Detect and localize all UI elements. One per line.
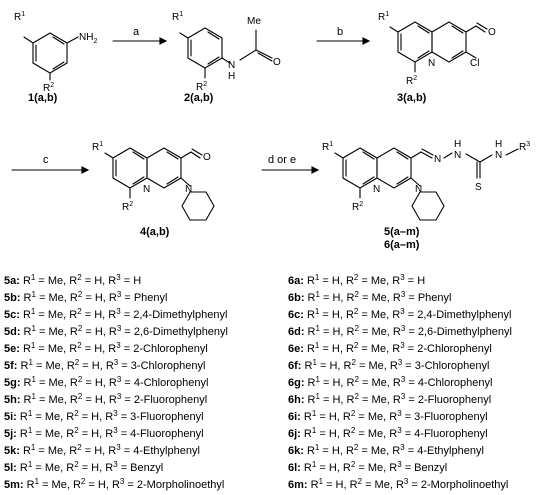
atom-h-c2: H [228,71,235,82]
compound-id: 5b: [4,292,21,304]
atom-r3: R3 [519,141,530,153]
compound-id: 6l: [288,462,301,474]
atom-o-c2: O [273,57,281,68]
atom-me-c2: Me [247,16,261,27]
atom-n-nhr: N [495,150,502,161]
compound-id: 5d: [4,326,21,338]
atom-n-hydrazone: N [434,154,441,165]
compound-id: 5c: [4,309,20,321]
substituent-row: 5i: R1 = Me, R2 = H, R3 = 3-Fluorophenyl [4,409,204,423]
compound-4-structure [104,147,215,221]
compound-id: 6m: [288,479,308,491]
compound-id: 5m: [4,479,24,491]
atom-s: S [475,182,482,193]
atom-r2-c1: R2 [43,82,54,94]
atom-r1-c4: R1 [92,141,103,153]
compound-5-6-structure [334,147,519,221]
compound-3-label: 3(a,b) [397,92,427,104]
substituent-row: 6i: R1 = H, R2 = Me, R3 = 3-Fluorophenyl [288,409,488,423]
compound-id: 6f: [288,360,302,372]
substituent-row: 5g: R1 = Me, R2 = H, R3 = 4-Chlorophenyl [4,375,209,389]
compound-id: 5l: [4,462,17,474]
compound-1-structure [23,32,79,81]
compound-id: 5h: [4,394,21,406]
substituent-row: 6g: R1 = H, R2 = Me, R3 = 4-Chlorophenyl [288,375,493,389]
compound-id: 5i: [4,411,17,423]
substituent-row: 5k: R1 = Me, R2 = H, R3 = 4-Ethylphenyl [4,443,200,457]
atom-r2-c5: R2 [352,201,363,213]
compound-id: 6c: [288,309,304,321]
reagent-c-label: c [43,154,49,166]
compound-id: 5g: [4,377,21,389]
substituent-row: 6f: R1 = H, R2 = Me, R3 = 3-Chlorophenyl [288,358,490,372]
substituent-row: 6c: R1 = H, R2 = Me, R3 = 2,4-Dimethylph… [288,307,512,321]
compound-id: 6d: [288,326,305,338]
substituent-row: 6b: R1 = H, R2 = Me, R3 = Phenyl [288,290,452,304]
atom-h-nh: H [454,139,461,150]
compound-id: 6k: [288,445,304,457]
substituent-row: 5l: R1 = Me, R2 = H, R3 = Benzyl [4,460,164,474]
compound-id: 5k: [4,445,20,457]
compound-id: 5j: [4,428,17,440]
substituent-row: 5e: R1 = Me, R2 = H, R3 = 2-Chlorophenyl [4,341,208,355]
substituent-row: 5c: R1 = Me, R2 = H, R3 = 2,4-Dimethylph… [4,307,228,321]
atom-h-nhr: H [495,139,502,150]
atom-n-c5-pip: N [415,184,422,195]
substituent-row: 6e: R1 = H, R2 = Me, R3 = 2-Chlorophenyl [288,341,492,355]
atom-o-c4: O [203,152,211,163]
compound-id: 6a: [288,275,304,287]
compound-id: 6j: [288,428,301,440]
substituent-row: 6m: R1 = H, R2 = Me, R3 = 2-Morpholinoet… [288,477,509,491]
substituent-row: 5d: R1 = Me, R2 = H, R3 = 2,6-Dimethylph… [4,324,228,338]
substituent-row: 6l: R1 = H, R2 = Me, R3 = Benzyl [288,460,448,474]
substituent-row: 5b: R1 = Me, R2 = H, R3 = Phenyl [4,290,168,304]
compound-3-structure [389,21,488,73]
compound-id: 6b: [288,292,305,304]
compound-id: 6i: [288,411,301,423]
reagent-b-label: b [337,26,344,38]
atom-nh2: NH2 [79,32,97,45]
compound-4-label: 4(a,b) [140,226,170,238]
substituent-row: 5f: R1 = Me, R2 = H, R3 = 3-Chlorophenyl [4,358,206,372]
atom-r1-c3: R1 [378,11,389,23]
atom-r1-c5: R1 [322,141,333,153]
substituent-row: 6a: R1 = H, R2 = Me, R3 = H [288,273,426,287]
reagent-a-label: a [133,26,140,38]
substituent-row: 5a: R1 = Me, R2 = H, R3 = H [4,273,142,287]
atom-n-c2: N [228,60,235,71]
atom-n-nh: N [454,150,461,161]
atom-r1-c2: R1 [172,11,183,23]
atom-cl-c3: Cl [470,58,479,69]
substituent-row: 5m: R1 = Me, R2 = H, R3 = 2-Morpholinoet… [4,477,225,491]
atom-n-c4-ring: N [143,184,150,195]
atom-n-c3: N [428,58,435,69]
compound-1-label: 1(a,b) [28,92,58,104]
atom-r2-c2: R2 [196,81,207,93]
compound-6-label: 6(a–m) [384,239,420,251]
compound-id: 6h: [288,394,305,406]
substituent-row: 6k: R1 = H, R2 = Me, R3 = 4-Ethylphenyl [288,443,484,457]
atom-n-c4-pip: N [185,184,192,195]
atom-r2-c4: R2 [122,201,133,213]
substituent-row: 5j: R1 = Me, R2 = H, R3 = 4-Fluorophenyl [4,426,204,440]
atom-r2-c3: R2 [406,75,417,87]
compound-id: 5e: [4,343,20,355]
compound-id: 6e: [288,343,304,355]
compound-id: 5f: [4,360,18,372]
substituent-row: 6d: R1 = H, R2 = Me, R3 = 2,6-Dimethylph… [288,324,512,338]
reagent-d-or-e-label: d or e [268,154,297,166]
atom-o-c3: O [488,27,496,38]
atom-n-c5-ring: N [373,184,380,195]
compound-id: 6g: [288,377,305,389]
substituent-row: 6j: R1 = H, R2 = Me, R3 = 4-Fluorophenyl [288,426,488,440]
compound-5-label: 5(a–m) [384,226,420,238]
compound-id: 5a: [4,275,20,287]
substituent-row: 5h: R1 = Me, R2 = H, R3 = 2-Fluorophenyl [4,392,208,406]
compound-2-structure [179,27,273,79]
atom-r1-c1: R1 [14,11,25,23]
substituent-row: 6h: R1 = H, R2 = Me, R3 = 2-Fluorophenyl [288,392,492,406]
compound-2-label: 2(a,b) [184,92,214,104]
